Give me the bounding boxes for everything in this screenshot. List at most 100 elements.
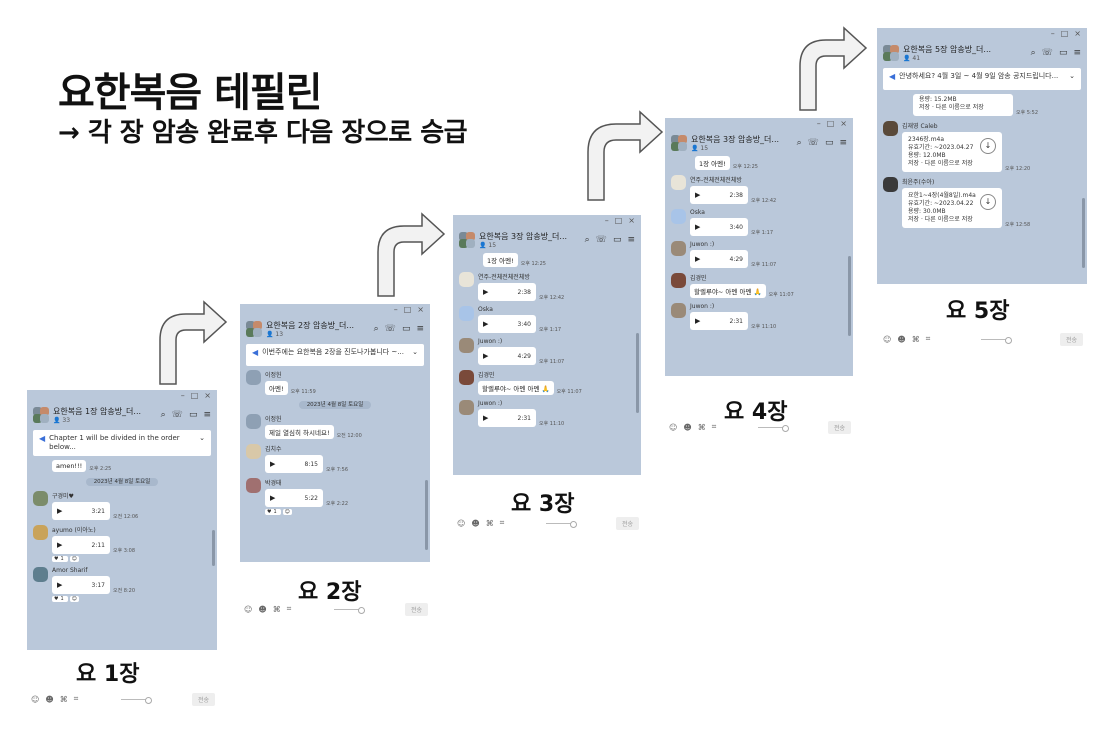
room-avatar[interactable] — [459, 232, 475, 248]
member-count[interactable]: 👤 33 — [53, 417, 71, 424]
play-icon[interactable]: ▶ — [270, 460, 276, 468]
sticker-icon[interactable]: ☻ — [471, 518, 480, 528]
file-attachment[interactable]: 요한1~4장(4월8일).m4a 유효기간: ~2023.04.22 용량: 3… — [902, 188, 1002, 228]
avatar[interactable] — [459, 306, 474, 321]
scrollbar[interactable] — [636, 333, 639, 413]
audio-message[interactable]: ▶5:22 — [265, 489, 323, 507]
attach-icon[interactable]: ⌘ — [697, 422, 706, 432]
crop-icon[interactable]: ⌗ — [73, 694, 79, 703]
member-count[interactable]: 👤 15 — [691, 145, 709, 152]
reaction-badge[interactable]: ♥1☺ — [52, 596, 79, 602]
play-icon[interactable]: ▶ — [695, 223, 701, 231]
audio-message[interactable]: ▶3:17 — [52, 576, 110, 594]
room-avatar[interactable] — [671, 135, 687, 151]
send-button[interactable]: 전송 — [404, 602, 428, 616]
message-bubble[interactable]: 1장 아멘! — [695, 156, 730, 170]
chevron-down-icon[interactable]: ⌄ — [412, 348, 418, 356]
chevron-down-icon[interactable]: ⌄ — [199, 434, 205, 442]
minimize-icon[interactable]: – — [180, 391, 185, 400]
toggle-slider[interactable] — [546, 520, 578, 528]
message-list[interactable]: 1장 아멘! 오후 12:25 연주-전체전체전체방 ▶2:38 오후 12:4… — [453, 253, 641, 427]
audio-message[interactable]: ▶2:31 — [478, 409, 536, 427]
avatar[interactable] — [246, 444, 261, 459]
attach-icon[interactable]: ⌘ — [485, 518, 494, 528]
close-icon[interactable]: × — [204, 391, 211, 400]
audio-message[interactable]: ▶2:11 — [52, 536, 110, 554]
attach-icon[interactable]: ⌘ — [911, 334, 920, 344]
sticker-icon[interactable]: ☻ — [258, 604, 267, 614]
play-icon[interactable]: ▶ — [695, 317, 701, 325]
maximize-icon[interactable]: □ — [614, 216, 623, 225]
video-icon[interactable]: ▭ — [1058, 48, 1068, 58]
toggle-slider[interactable] — [334, 606, 366, 614]
maximize-icon[interactable]: □ — [826, 119, 835, 128]
search-icon[interactable]: ⌕ — [160, 410, 166, 420]
sticker-icon[interactable]: ☻ — [683, 422, 692, 432]
member-count[interactable]: 👤 13 — [266, 331, 284, 338]
send-button[interactable]: 전송 — [191, 692, 215, 706]
minimize-icon[interactable]: – — [604, 216, 609, 225]
crop-icon[interactable]: ⌗ — [286, 604, 292, 613]
crop-icon[interactable]: ⌗ — [711, 422, 717, 431]
emoji-icon[interactable]: ☺ — [669, 422, 678, 432]
close-icon[interactable]: × — [417, 305, 424, 314]
avatar[interactable] — [459, 338, 474, 353]
room-avatar[interactable] — [883, 45, 899, 61]
toggle-slider[interactable] — [121, 696, 153, 704]
avatar[interactable] — [33, 525, 48, 540]
notice-banner[interactable]: ◀ 안녕하세요? 4월 3일 ~ 4월 9일 암송 공지드립니다... ⌄ — [883, 68, 1081, 90]
avatar[interactable] — [671, 303, 686, 318]
audio-message[interactable]: ▶2:31 — [690, 312, 748, 330]
message-bubble[interactable]: 할렐루야~ 아멘 아멘 🙏 — [690, 284, 766, 298]
avatar[interactable] — [671, 241, 686, 256]
close-icon[interactable]: × — [1074, 29, 1081, 38]
crop-icon[interactable]: ⌗ — [925, 334, 931, 343]
scrollbar[interactable] — [425, 480, 428, 550]
menu-icon[interactable]: ≡ — [416, 324, 424, 334]
member-count[interactable]: 👤 15 — [479, 242, 497, 249]
play-icon[interactable]: ▶ — [483, 320, 489, 328]
reaction-badge[interactable]: ♥1☺ — [52, 556, 79, 562]
avatar[interactable] — [459, 400, 474, 415]
play-icon[interactable]: ▶ — [695, 255, 701, 263]
audio-message[interactable]: ▶3:40 — [690, 218, 748, 236]
minimize-icon[interactable]: – — [393, 305, 398, 314]
sticker-icon[interactable]: ☻ — [45, 694, 54, 704]
audio-message[interactable]: ▶2:38 — [690, 186, 748, 204]
avatar[interactable] — [33, 491, 48, 506]
message-bubble[interactable]: 1장 아멘! — [483, 253, 518, 267]
avatar[interactable] — [883, 177, 898, 192]
maximize-icon[interactable]: □ — [1060, 29, 1069, 38]
play-icon[interactable]: ▶ — [270, 494, 276, 502]
avatar[interactable] — [883, 121, 898, 136]
avatar[interactable] — [671, 209, 686, 224]
avatar[interactable] — [33, 567, 48, 582]
send-button[interactable]: 전송 — [1059, 332, 1083, 346]
search-icon[interactable]: ⌕ — [373, 324, 379, 334]
sticker-icon[interactable]: ☻ — [897, 334, 906, 344]
play-icon[interactable]: ▶ — [483, 414, 489, 422]
menu-icon[interactable]: ≡ — [203, 410, 211, 420]
avatar[interactable] — [246, 370, 261, 385]
video-icon[interactable]: ▭ — [188, 410, 198, 420]
menu-icon[interactable]: ≡ — [627, 235, 635, 245]
phone-icon[interactable]: ☏ — [384, 324, 396, 334]
emoji-icon[interactable]: ☺ — [31, 694, 40, 704]
menu-icon[interactable]: ≡ — [1073, 48, 1081, 58]
toggle-slider[interactable] — [758, 424, 790, 432]
audio-message[interactable]: ▶3:21 — [52, 502, 110, 520]
message-bubble[interactable]: 제일 열심히 하시네요! — [265, 425, 334, 439]
search-icon[interactable]: ⌕ — [1030, 48, 1036, 58]
phone-icon[interactable]: ☏ — [595, 235, 607, 245]
message-list[interactable]: 용량: 15.2MB 저장 · 다른 이름으로 저장 오후 5:52 김재영 C… — [877, 94, 1087, 268]
phone-icon[interactable]: ☏ — [807, 138, 819, 148]
audio-message[interactable]: ▶4:29 — [478, 347, 536, 365]
message-bubble[interactable]: amen!!! — [52, 460, 87, 472]
video-icon[interactable]: ▭ — [401, 324, 411, 334]
download-icon[interactable]: ↓ — [980, 138, 996, 154]
room-avatar[interactable] — [246, 321, 262, 337]
play-icon[interactable]: ▶ — [57, 507, 63, 515]
send-button[interactable]: 전송 — [827, 420, 851, 434]
minimize-icon[interactable]: – — [1050, 29, 1055, 38]
avatar[interactable] — [246, 478, 261, 493]
